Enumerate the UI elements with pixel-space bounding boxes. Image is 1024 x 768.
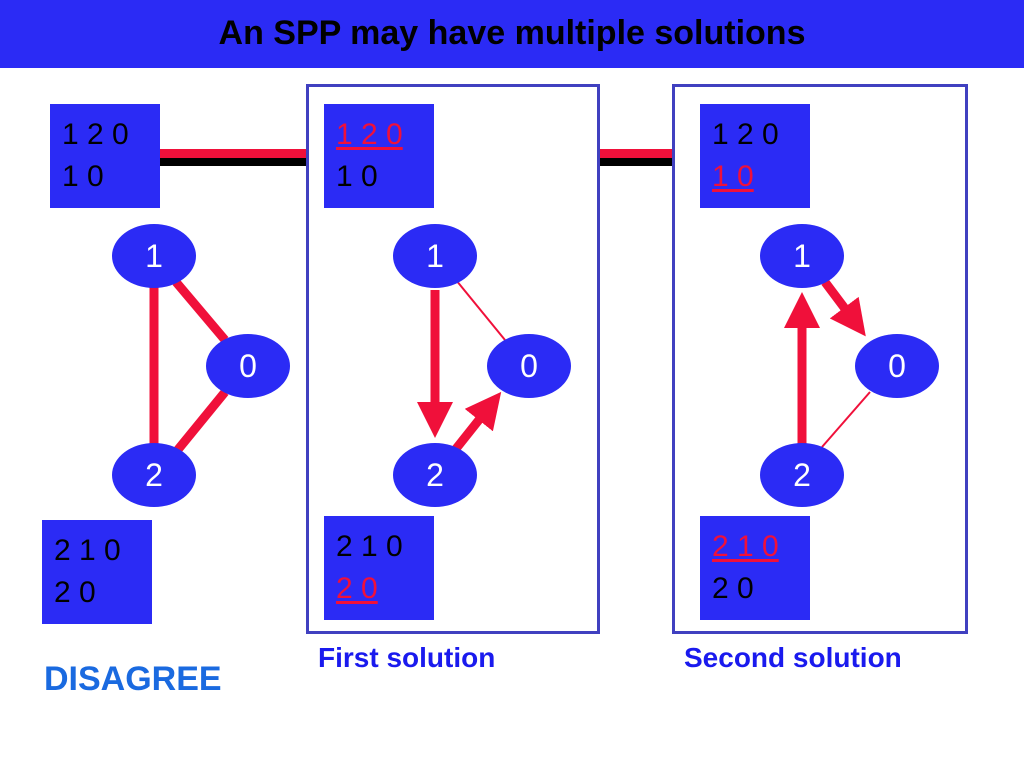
second-solution-caption: Second solution	[684, 642, 902, 673]
svg-text:0: 0	[888, 348, 906, 384]
disagree-node2-paths: 2 1 0 2 0	[42, 520, 152, 624]
page-title: An SPP may have multiple solutions	[218, 14, 806, 52]
disagree-node-0: 0	[206, 334, 290, 398]
title-banner	[0, 0, 1024, 68]
first-solution-caption: First solution	[318, 642, 496, 673]
path-line-selected: 2 0	[336, 572, 378, 605]
second-node2-paths: 2 1 0 2 0	[700, 516, 810, 620]
edge-1-0	[172, 279, 229, 343]
path-line-selected: 1 0	[712, 160, 754, 193]
connector-bar-right	[600, 149, 672, 166]
second-node-0: 0	[855, 334, 939, 398]
svg-text:2: 2	[145, 457, 163, 493]
disagree-node1-paths: 1 2 0 1 0	[50, 104, 160, 208]
path-line: 1 2 0	[62, 118, 129, 151]
path-line: 2 1 0	[336, 530, 403, 563]
connector-bar-left	[160, 149, 306, 166]
path-line: 1 0	[62, 160, 104, 193]
second-solution-frame	[672, 84, 968, 634]
path-line: 2 0	[54, 576, 96, 609]
first-node-0: 0	[487, 334, 571, 398]
path-line: 1 0	[336, 160, 378, 193]
first-node2-paths: 2 1 0 2 0	[324, 516, 434, 620]
first-node1-paths: 1 2 0 1 0	[324, 104, 434, 208]
disagree-node-1: 1	[112, 224, 196, 288]
svg-text:2: 2	[793, 457, 811, 493]
arrow-2-to-0	[451, 391, 502, 453]
second-solution-edges	[784, 279, 871, 448]
first-solution-edges	[417, 279, 506, 453]
svg-text:1: 1	[426, 238, 444, 274]
first-node-1: 1	[393, 224, 477, 288]
svg-text:1: 1	[793, 238, 811, 274]
second-node-2: 2	[760, 443, 844, 507]
edge-1-0-thin	[455, 279, 506, 341]
svg-text:2: 2	[426, 457, 444, 493]
first-solution-frame	[306, 84, 600, 634]
second-node-1: 1	[760, 224, 844, 288]
arrow-1-to-0	[821, 279, 866, 337]
first-node-2: 2	[393, 443, 477, 507]
disagree-node-2: 2	[112, 443, 196, 507]
path-line-selected: 2 1 0	[712, 530, 779, 563]
path-line: 1 2 0	[712, 118, 779, 151]
path-line-selected: 1 2 0	[336, 118, 403, 151]
svg-text:0: 0	[239, 348, 257, 384]
path-line: 2 0	[712, 572, 754, 605]
disagree-label: DISAGREE	[44, 660, 222, 698]
path-line: 2 1 0	[54, 534, 121, 567]
edge-2-0	[172, 389, 229, 455]
svg-text:1: 1	[145, 238, 163, 274]
edge-2-0-thin	[821, 391, 871, 448]
svg-text:0: 0	[520, 348, 538, 384]
disagree-edges	[149, 279, 229, 455]
second-node1-paths: 1 2 0 1 0	[700, 104, 810, 208]
